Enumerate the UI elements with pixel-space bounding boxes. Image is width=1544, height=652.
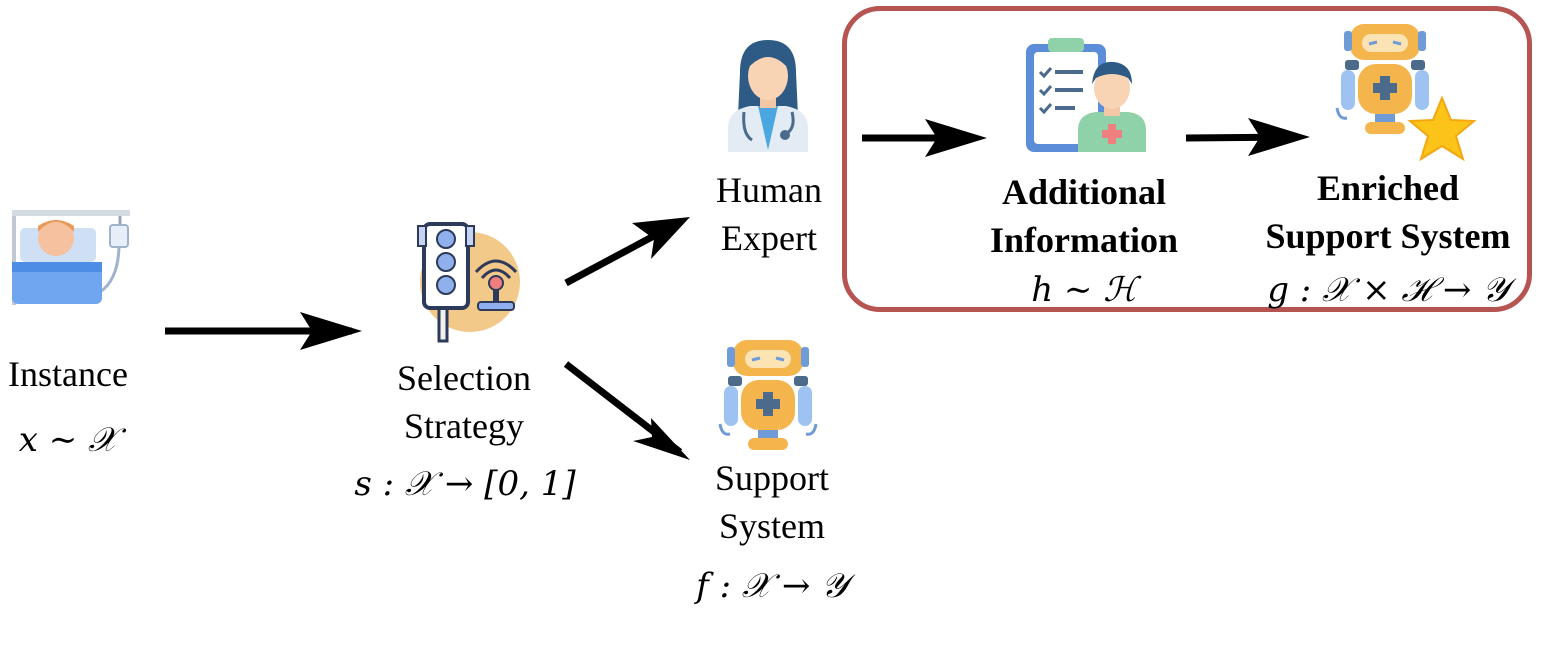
arrow-human-to-additional: [862, 119, 987, 157]
enriched-math: g : 𝒳 × ℋ → 𝒴: [1267, 270, 1509, 310]
medical-robot-icon: [718, 340, 818, 450]
arrow-selection-to-human: [564, 217, 690, 287]
support-label-line1: Support: [714, 458, 829, 498]
instance-math: x ∼ 𝒳: [18, 420, 118, 460]
instance-label: Instance: [8, 354, 128, 394]
arrow-instance-to-selection: [165, 312, 362, 350]
support-math: f : 𝒳 → 𝒴: [696, 566, 848, 606]
arrow-additional-to-enriched: [1185, 118, 1310, 156]
traffic-light-icon: [417, 222, 520, 343]
additional-label-line2: Information: [990, 220, 1178, 260]
doctor-icon: [728, 40, 808, 152]
patient-in-bed-icon: [12, 210, 130, 305]
selection-label-line1: Selection: [397, 358, 531, 398]
enriched-system-frame: [842, 6, 1532, 312]
medical-robot-star-icon: [1335, 24, 1477, 162]
enriched-label-line1: Enriched: [1316, 168, 1459, 208]
selection-label-line2: Strategy: [404, 406, 524, 446]
arrow-selection-to-support: [563, 361, 690, 460]
human-label-line1: Human: [716, 170, 822, 210]
support-label-line2: System: [718, 506, 825, 546]
enriched-label-line2: Support System: [1265, 216, 1511, 256]
additional-math: h ∼ ℋ: [1031, 270, 1137, 310]
human-label-line2: Expert: [721, 218, 817, 258]
additional-label-line1: Additional: [1001, 172, 1167, 212]
clipboard-patient-icon: [1026, 38, 1146, 152]
selection-math: s : 𝒳 → [0, 1]: [354, 464, 576, 504]
